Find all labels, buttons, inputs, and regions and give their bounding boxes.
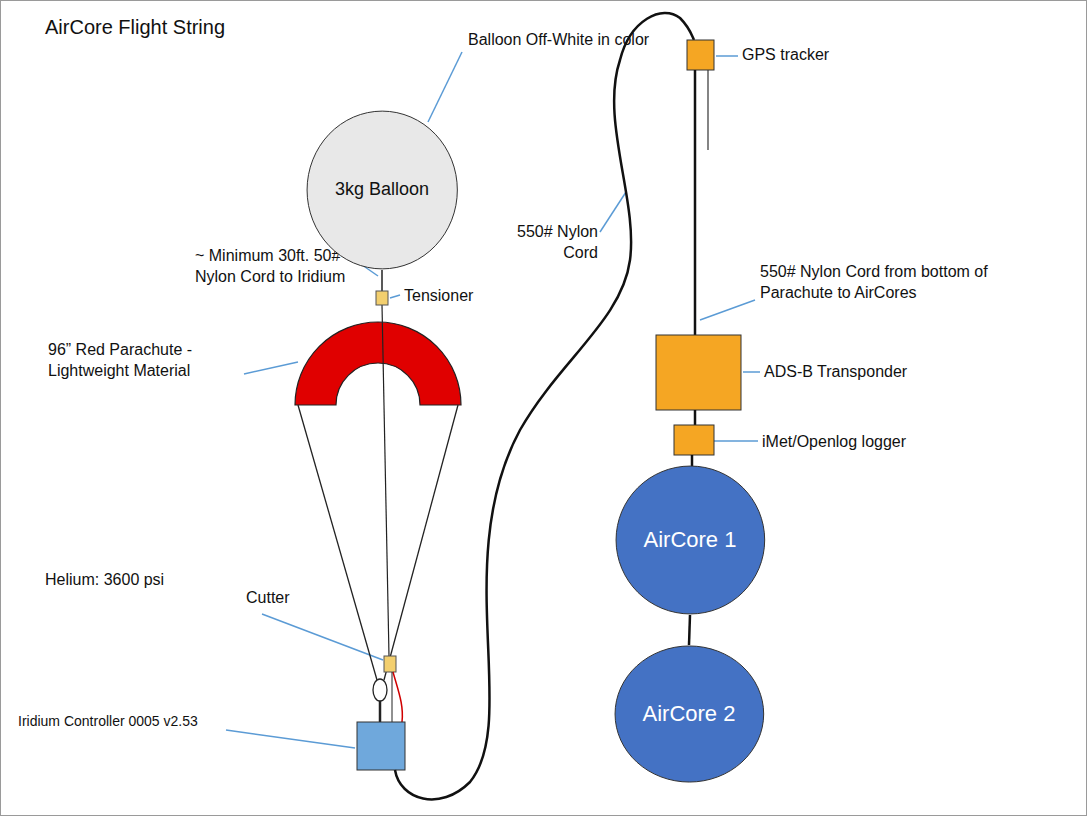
nylon-cord xyxy=(379,701,382,722)
node-text: AirCore 1 xyxy=(644,527,737,553)
connector-line xyxy=(689,615,690,645)
balloon-note: Balloon Off-White in color xyxy=(468,30,728,51)
cutter-wire xyxy=(393,672,402,722)
logger-label: iMet/Openlog logger xyxy=(762,432,962,453)
gps-antenna xyxy=(707,70,708,150)
parachute-label: 96” Red Parachute - Lightweight Material xyxy=(48,340,226,382)
helium-note: Helium: 3600 psi xyxy=(45,570,245,591)
node-text-box: AirCore 2 xyxy=(643,701,736,727)
controller-label: Iridium Controller 0005 v2.53 xyxy=(18,712,238,730)
cutter-label: Cutter xyxy=(246,588,326,609)
imet-logger xyxy=(674,425,714,455)
gps-tracker xyxy=(687,40,714,70)
node-text: AirCore 2 xyxy=(643,701,736,727)
tensioner-label: Tensioner xyxy=(404,286,494,307)
transponder-label: ADS-B Transponder xyxy=(764,362,964,383)
nylon-cord xyxy=(691,455,694,466)
gps-label: GPS tracker xyxy=(742,45,872,66)
balloon: 3kg Balloon xyxy=(306,110,458,270)
ring xyxy=(373,679,387,701)
cord-note: 550# Nylon Cord from bottom of Parachute… xyxy=(760,262,1020,304)
node-shape xyxy=(616,466,765,614)
leader-lines xyxy=(226,52,760,748)
nylon-cord xyxy=(381,270,383,291)
nylon-cord xyxy=(382,305,389,656)
cord-label: 550# Nylon Cord xyxy=(512,222,598,264)
nylon-cord xyxy=(694,70,697,335)
node-text: 3kg Balloon xyxy=(335,179,429,201)
connector xyxy=(689,615,690,645)
node-text-box: 3kg Balloon xyxy=(335,179,429,201)
aircore-circle: AirCore 2 xyxy=(614,645,765,783)
node-shape xyxy=(307,111,457,269)
tensioner xyxy=(376,291,388,305)
iridium-controller xyxy=(357,722,405,770)
nylon-cord xyxy=(694,410,697,425)
diagram-title: AirCore Flight String xyxy=(45,14,225,40)
aircore-circle: AirCore 1 xyxy=(615,465,766,615)
node-text-box: AirCore 1 xyxy=(644,527,737,553)
nylon-cord xyxy=(392,672,393,722)
cutter xyxy=(384,656,396,672)
parachute xyxy=(295,322,461,405)
node-shape xyxy=(615,646,764,782)
shroud-lines xyxy=(298,405,458,680)
adsb-transponder xyxy=(656,335,741,410)
